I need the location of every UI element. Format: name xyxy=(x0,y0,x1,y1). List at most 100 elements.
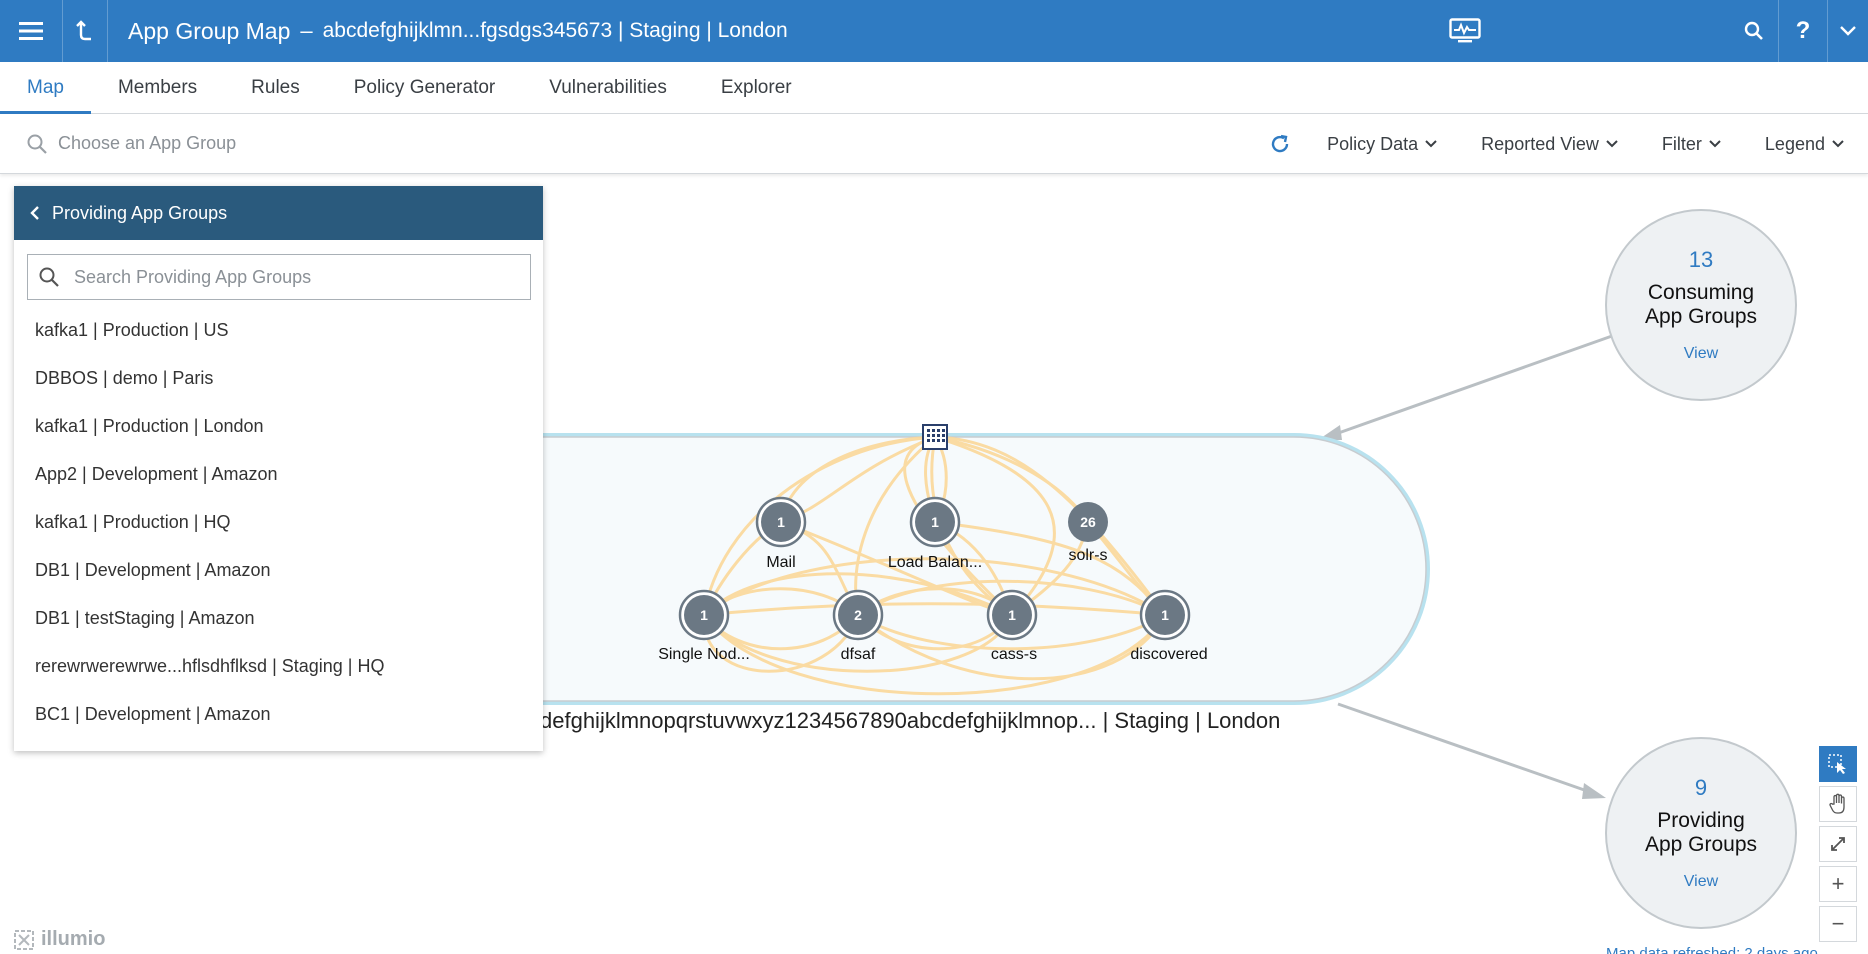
search-icon xyxy=(39,267,59,287)
node-label: solr-s xyxy=(1068,547,1107,564)
providing-count: 9 xyxy=(1694,775,1708,800)
title-separator: – xyxy=(300,18,313,43)
header-divider xyxy=(1778,0,1779,62)
panel-search-input[interactable] xyxy=(74,266,514,288)
providing-label-line2: App Groups xyxy=(1644,833,1758,856)
list-item[interactable]: DBBOS | demo | Paris xyxy=(35,367,214,388)
tab-explorer[interactable]: Explorer xyxy=(720,76,792,98)
node-count: 1 xyxy=(1008,607,1016,623)
app-group-label: defghijklmnopqrstuvwxyz1234567890abcdefg… xyxy=(540,708,1281,733)
node-label: Mail xyxy=(766,554,795,571)
list-item[interactable]: App2 | Development | Amazon xyxy=(35,463,278,484)
tab-members[interactable]: Members xyxy=(117,76,198,98)
filter-label: Filter xyxy=(1661,133,1702,154)
hub-grid-icon xyxy=(927,429,945,442)
node-count: 2 xyxy=(854,607,862,623)
page-title: App Group Map xyxy=(128,17,291,44)
refresh-icon xyxy=(1271,134,1289,153)
tab-bar: Map Members Rules Policy Generator Vulne… xyxy=(0,62,1868,114)
workload-node-cass-s[interactable]: 1 cass-s xyxy=(986,589,1038,663)
consuming-view-link[interactable]: View xyxy=(1683,345,1719,362)
legend-label: Legend xyxy=(1764,133,1825,154)
tab-rules[interactable]: Rules xyxy=(251,76,300,98)
zoom-out-button[interactable]: − xyxy=(1819,906,1857,942)
reported-view-label: Reported View xyxy=(1481,133,1599,154)
search-button[interactable] xyxy=(1730,0,1778,62)
workload-node-dfsaf[interactable]: 2 dfsaf xyxy=(832,589,884,663)
list-item[interactable]: BC1 | Development | Amazon xyxy=(35,703,271,724)
node-label: dfsaf xyxy=(841,646,876,663)
legend-dropdown[interactable]: Legend xyxy=(1765,134,1844,155)
policy-data-label: Policy Data xyxy=(1327,133,1419,154)
providing-app-groups-list: kafka1 | Production | US DBBOS | demo | … xyxy=(14,306,543,738)
menu-button[interactable] xyxy=(0,0,62,62)
tab-policy-generator[interactable]: Policy Generator xyxy=(353,76,496,98)
header-divider xyxy=(62,0,63,62)
header-divider xyxy=(1827,0,1828,62)
zoom-in-button[interactable]: + xyxy=(1819,866,1857,902)
list-item[interactable]: DB1 | Development | Amazon xyxy=(35,559,271,580)
filter-dropdown[interactable]: Filter xyxy=(1662,134,1721,155)
chevron-left-icon xyxy=(30,206,39,220)
list-item[interactable]: DB1 | testStaging | Amazon xyxy=(35,607,255,628)
consuming-connector xyxy=(1329,334,1613,438)
monitor-button[interactable] xyxy=(1434,0,1496,62)
workload-node-load-balancer[interactable]: 1 Load Balan... xyxy=(888,496,982,571)
consuming-count: 13 xyxy=(1688,247,1714,272)
pan-tool-button[interactable] xyxy=(1819,786,1857,822)
expand-icon xyxy=(1831,837,1845,851)
chevron-down-icon xyxy=(1709,140,1721,148)
fit-to-screen-button[interactable] xyxy=(1819,826,1857,862)
node-count: 1 xyxy=(777,514,785,530)
back-button[interactable] xyxy=(30,205,40,221)
illumio-logo: illumio xyxy=(13,928,105,951)
workload-node-mail[interactable]: 1 Mail xyxy=(755,496,807,571)
node-count: 26 xyxy=(1080,514,1096,530)
providing-view-link[interactable]: View xyxy=(1683,873,1719,890)
list-item[interactable]: kafka1 | Production | London xyxy=(35,415,264,436)
chevron-down-icon xyxy=(1840,26,1856,36)
refresh-button[interactable] xyxy=(1269,133,1291,155)
illumio-logo-icon xyxy=(14,929,34,950)
help-button[interactable]: ? xyxy=(1779,0,1827,62)
consuming-label-line1: Consuming xyxy=(1647,281,1755,304)
tab-map[interactable]: Map xyxy=(0,62,91,114)
policy-data-dropdown[interactable]: Policy Data xyxy=(1327,134,1437,155)
consuming-label-line2: App Groups xyxy=(1644,305,1758,328)
search-icon xyxy=(27,134,47,154)
providing-app-groups-circle[interactable]: 9 Providing App Groups View xyxy=(1605,737,1797,929)
user-menu-button[interactable] xyxy=(1828,0,1868,62)
tab-vulnerabilities[interactable]: Vulnerabilities xyxy=(549,76,667,98)
node-count: 1 xyxy=(931,514,939,530)
panel-header[interactable]: Providing App Groups xyxy=(14,186,543,240)
chevron-down-icon xyxy=(1832,140,1844,148)
node-label: discovered xyxy=(1130,646,1207,663)
workload-node-solr-s[interactable]: 26 solr-s xyxy=(1068,502,1108,564)
select-cursor-icon xyxy=(1828,754,1846,774)
map-graph: 1 Mail 1 Load Balan... 26 solr-s 1 Singl… xyxy=(408,334,1613,799)
app-header: App Group Map – abcdefghijklmn...fgsdgs3… xyxy=(0,0,1868,62)
map-canvas[interactable]: 1 Mail 1 Load Balan... 26 solr-s 1 Singl… xyxy=(0,175,1868,954)
return-button[interactable] xyxy=(63,0,107,62)
node-label: cass-s xyxy=(991,646,1037,663)
panel-search-box[interactable] xyxy=(27,254,531,300)
map-refreshed-status: Map data refreshed: 2 days ago xyxy=(1606,945,1818,954)
node-label: Single Nod... xyxy=(658,646,750,663)
list-item[interactable]: kafka1 | Production | US xyxy=(35,319,229,340)
app-group-search[interactable]: Choose an App Group xyxy=(26,133,236,155)
select-tool-button[interactable] xyxy=(1819,746,1857,782)
map-tool-stack: + − xyxy=(1819,746,1857,946)
list-item[interactable]: kafka1 | Production | HQ xyxy=(35,511,231,532)
arrow-head xyxy=(1582,783,1606,799)
map-toolbar: Choose an App Group Policy Data Reported… xyxy=(0,114,1868,174)
providing-connector xyxy=(1337,702,1591,794)
hand-icon xyxy=(1829,793,1845,814)
workload-node-single-node[interactable]: 1 Single Nod... xyxy=(658,589,750,663)
consuming-app-groups-circle[interactable]: 13 Consuming App Groups View xyxy=(1605,209,1797,401)
workload-node-discovered[interactable]: 1 discovered xyxy=(1130,589,1208,663)
node-count: 1 xyxy=(700,607,708,623)
app-group-search-placeholder: Choose an App Group xyxy=(58,133,237,153)
node-label: Load Balan... xyxy=(888,554,982,571)
reported-view-dropdown[interactable]: Reported View xyxy=(1481,134,1618,155)
list-item[interactable]: rerewrwerewrwe...hflsdhflksd | Staging |… xyxy=(35,655,385,676)
